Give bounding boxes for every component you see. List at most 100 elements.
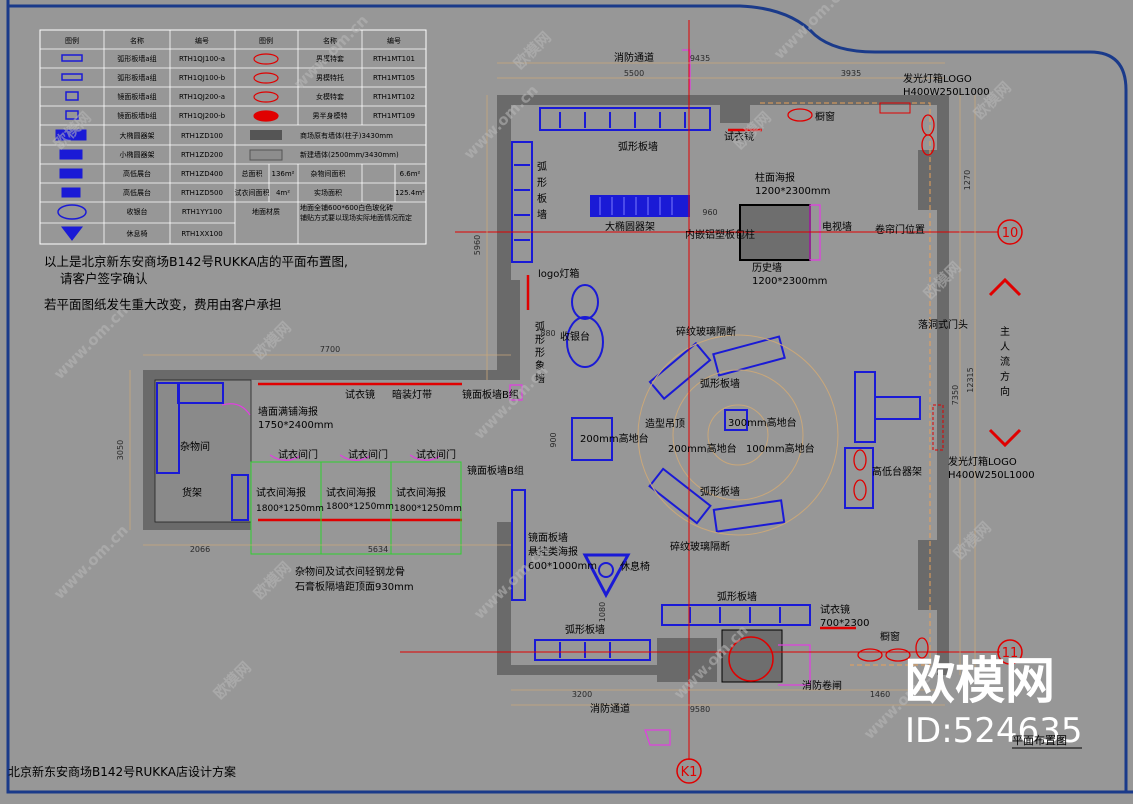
label-window-bottom: 橱窗 — [880, 630, 900, 643]
wall-storage-bottom — [143, 522, 251, 530]
label-curve-wall-left: 形 — [537, 177, 547, 189]
ring-wall-1 — [712, 335, 786, 377]
curve-wall-left-fixture — [511, 141, 533, 263]
legend-header-2: 名称 — [130, 36, 144, 45]
legend-name: 休息椅 — [127, 229, 148, 238]
cashier-symbol — [57, 204, 87, 220]
rest-chair-symbol — [60, 226, 84, 241]
label-rest-chair: 休息椅 — [620, 560, 650, 573]
label-large-rack: 大椭圆器架 — [605, 220, 655, 233]
dim-v900: 900 — [549, 432, 558, 447]
storage-shelf-b — [177, 382, 224, 404]
label-high-low-rack: 高低台器架 — [872, 465, 922, 478]
drawing-border-curve — [8, 4, 1128, 792]
label-fire-passage-bottom: 消防通道 — [590, 702, 630, 715]
platform-300 — [724, 409, 748, 431]
project-title: 北京新东安商场B142号RUKKA店设计方案 — [8, 764, 236, 779]
label-light-logo-right-size: H400W250L1000 — [948, 470, 1035, 481]
legend-name: 高低展台 — [123, 188, 151, 197]
axis-label-k1: K1 — [681, 765, 698, 780]
watermark-text: 欧模网 — [210, 658, 255, 703]
label-fitting-poster-size-1: 1800*1250mm — [256, 504, 324, 514]
label-fitting-door-2: 试衣间门 — [348, 448, 388, 461]
wall-left-upper — [497, 95, 511, 380]
label-light-logo-right: 发光灯箱LOGO — [948, 455, 1017, 468]
axis-label-10: 10 — [1002, 226, 1019, 241]
ring-wall-3 — [648, 467, 712, 525]
mannequin-rack-2 — [853, 479, 867, 501]
label-fitting-poster-1: 试衣间海报 — [256, 486, 306, 499]
legend-name-2: 男模特托 — [316, 73, 344, 82]
wall-left-lower — [497, 522, 511, 672]
label-shelf: 货架 — [182, 486, 202, 499]
label-light-logo-top-size: H400W250L1000 — [903, 87, 990, 98]
label-open-door: 落洞式门头 — [918, 318, 968, 331]
column-right-upper — [918, 150, 937, 210]
legend-code-3: 6.6m² — [400, 170, 421, 178]
watermark-text: www.om.cn — [50, 301, 132, 383]
label-fire-shutter: 消防卷闸 — [802, 679, 842, 692]
label-mirror-wall-poster-2: 悬挂类海报 — [528, 545, 578, 558]
watermark-text: 欧模网 — [250, 318, 295, 363]
high-low-rack-a — [854, 371, 876, 443]
label-tv-wall: 电视墙 — [822, 220, 852, 233]
dim-right-b: 7350 — [951, 385, 960, 405]
label-history-wall-size: 1200*2300mm — [752, 276, 827, 287]
watermark-text: 欧模网 — [950, 518, 995, 563]
legend-code-2: RTH1MT101 — [373, 55, 415, 63]
label-fitting-door-3: 试衣间门 — [416, 448, 456, 461]
label-fitting-poster-size-2: 1800*1250mm — [326, 502, 394, 512]
dim-right-c: 12315 — [966, 367, 975, 392]
storage-shelf-a — [156, 382, 180, 474]
label-curve-wall-left: 板 — [537, 192, 547, 205]
new-wall-symbol — [249, 149, 283, 161]
existing-wall-symbol — [250, 130, 282, 140]
label-main-flow: 人 — [1000, 341, 1010, 353]
storage-shelf-c — [231, 474, 249, 521]
label-curve-wall-ring-bottom: 弧形板墙 — [700, 485, 740, 498]
label-partition-note-1: 杂物间及试衣间轻钢龙骨 — [295, 565, 405, 578]
label-platform-200b: 200mm高地台 — [668, 442, 737, 455]
label-inner-column: 内嵌铝塑板包柱 — [685, 228, 755, 241]
legend-code: RTH1YY100 — [182, 208, 222, 216]
legend-code: RTH1ZD100 — [181, 132, 223, 140]
label-main-flow: 向 — [1000, 385, 1010, 398]
mannequin-bottom-1 — [857, 648, 883, 662]
label-platform-300: 300mm高地台 — [728, 416, 797, 429]
legend-code-2: 4m² — [276, 189, 290, 197]
legend-code-3: 125.4m² — [395, 189, 425, 197]
label-shutter-position: 卷帘门位置 — [875, 223, 925, 236]
shutter-frame — [778, 644, 811, 686]
rest-chair-fixture — [582, 553, 631, 599]
watermark-text: 欧模网 — [970, 78, 1015, 123]
legend-code-2: RTH1MT102 — [373, 93, 415, 101]
legend-code-2: RTH1MT105 — [373, 74, 415, 82]
window-boundary — [760, 102, 931, 666]
magenta-block — [509, 384, 523, 401]
watermark-brand: 欧模网 — [905, 652, 1055, 710]
ceiling-mid-circle — [672, 369, 804, 501]
high-low-rack-b — [874, 396, 921, 420]
legend-name: 弧形板墙a组 — [117, 73, 156, 82]
label-logo-lamp: logo灯箱 — [538, 267, 579, 280]
cashier-ellipse — [571, 284, 599, 320]
fitting-door-arc-3 — [409, 454, 441, 461]
label-column-poster-size: 1200*2300mm — [755, 186, 830, 197]
door-top — [682, 49, 691, 90]
fire-shutter-circle — [728, 636, 774, 682]
dim-bot-c: 1460 — [870, 690, 890, 699]
label-storage: 杂物间 — [180, 440, 210, 453]
label-light-logo-top: 发光灯箱LOGO — [903, 72, 972, 85]
mirror-wall-poster-fixture — [511, 489, 526, 601]
label-fitting-mirror-bottom: 试衣镜 — [820, 603, 850, 616]
mannequin-bottom-3 — [915, 637, 929, 659]
mirror-wall-a-symbol — [65, 91, 79, 101]
label-platform-200a: 200mm高地台 — [580, 432, 649, 445]
dim-top-left: 5500 — [624, 69, 644, 78]
dim-left-store: 3050 — [116, 440, 125, 460]
label-arc-image-wall: 形 — [535, 347, 545, 359]
mannequin-rack-1 — [853, 449, 867, 471]
legend-code: RTH1QJ100-b — [179, 74, 226, 82]
label-ceiling: 造型吊顶 — [645, 417, 685, 430]
